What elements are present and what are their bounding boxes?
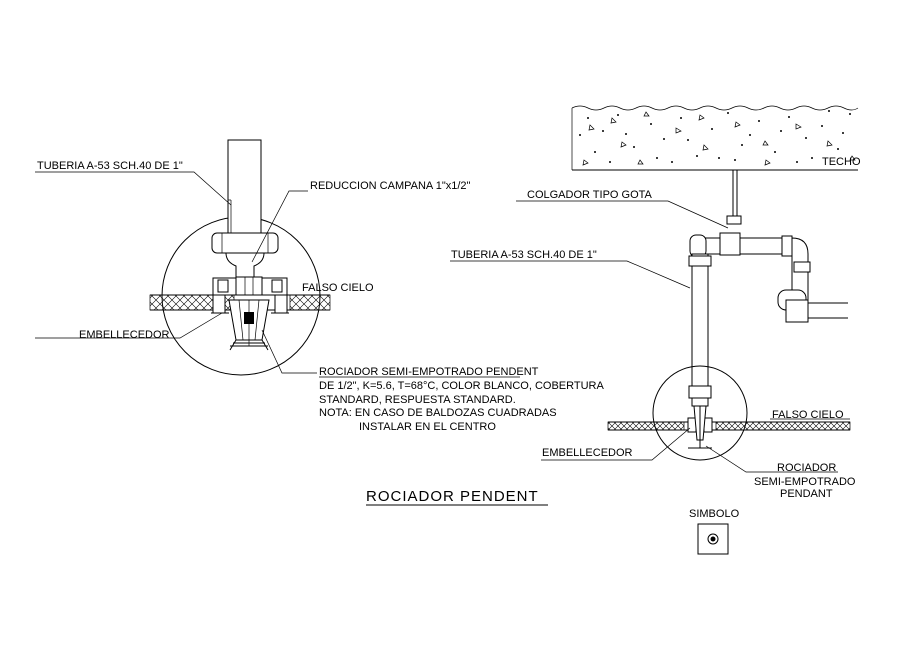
- symbol-legend: SIMBOLO: [689, 508, 740, 555]
- right-trim-label: EMBELLECEDOR: [542, 447, 633, 459]
- right-detail-circle: [652, 365, 748, 461]
- spec-line: INSTALAR EN EL CENTRO: [359, 421, 496, 433]
- left-reducer-label: REDUCCION CAMPANA 1"x1/2": [310, 180, 471, 192]
- spec-line: NOTA: EN CASO DE BALDOZAS CUADRADAS: [319, 407, 557, 419]
- sprinkler-note-line: PENDANT: [780, 488, 833, 500]
- hanger-label: COLGADOR TIPO GOTA: [527, 189, 653, 201]
- right-sprinkler-note: ROCIADOR SEMI-EMPOTRADO PENDANT: [754, 462, 856, 500]
- drop-hanger: [726, 215, 742, 225]
- sprinkler-symbol-icon: [697, 523, 729, 555]
- roof-label: TECHO: [822, 156, 861, 168]
- drawing-title: ROCIADOR PENDENT: [366, 488, 539, 505]
- spec-line: DE 1/2", K=5.6, T=68°C, COLOR BLANCO, CO…: [319, 380, 604, 392]
- sprinkler-note-line: SEMI-EMPOTRADO: [754, 476, 856, 488]
- left-sprinkler: [228, 299, 270, 351]
- left-ceiling-label: FALSO CIELO: [302, 282, 374, 294]
- sprinkler-note-line: ROCIADOR: [777, 462, 836, 474]
- right-false-ceiling: [607, 421, 685, 431]
- right-detail: TECHO COLGADOR TIPO GOTA TUBERIA A-53 SC…: [450, 105, 861, 500]
- right-sprinkler: [687, 405, 713, 449]
- left-pipe: [227, 139, 262, 234]
- left-spec-note: ROCIADOR SEMI-EMPOTRADO PENDENT DE 1/2",…: [319, 366, 604, 433]
- spec-line: STANDARD, RESPUESTA STANDARD.: [319, 394, 516, 406]
- left-detail: TUBERIA A-53 SCH.40 DE 1" REDUCCION CAMP…: [35, 139, 604, 433]
- left-trim-label: EMBELLECEDOR: [79, 329, 170, 341]
- right-pipe-label: TUBERIA A-53 SCH.40 DE 1": [451, 249, 597, 261]
- right-ceiling-label: FALSO CIELO: [772, 409, 844, 421]
- symbol-label: SIMBOLO: [689, 508, 740, 520]
- roof-slab: [571, 105, 859, 171]
- right-pipe: [688, 232, 848, 407]
- spec-line: ROCIADOR SEMI-EMPOTRADO PENDENT: [319, 366, 539, 378]
- left-pipe-label: TUBERIA A-53 SCH.40 DE 1": [37, 160, 183, 172]
